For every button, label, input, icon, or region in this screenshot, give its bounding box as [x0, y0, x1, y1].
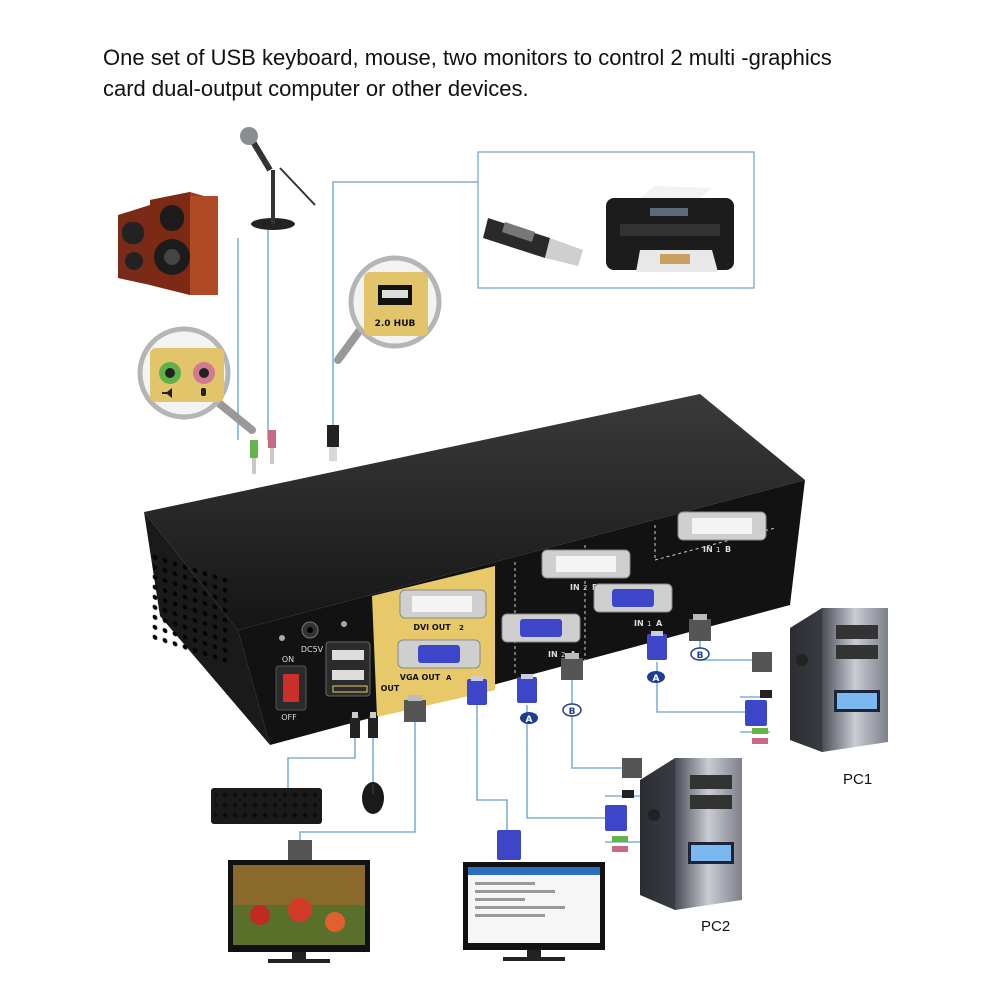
keyboard-icon: [211, 788, 322, 824]
kvm-switch-device: ON OFF DC5V OUT DVI OUT 2 VGA OUT A IN 2…: [144, 394, 805, 745]
in1a-label: IN: [634, 619, 644, 628]
badge-b-right-label: B: [697, 651, 704, 661]
usb-hub-callout: 2.0 HUB: [334, 255, 442, 364]
in1b-label: IN: [703, 545, 713, 554]
usb-hub-cable: [332, 181, 478, 425]
badge-b-left: B: [562, 703, 582, 717]
monitor1-cable: [299, 720, 416, 842]
cable-lines: [237, 181, 770, 843]
badge-b-right: B: [690, 647, 710, 661]
vga-connector-blue-3: [647, 631, 667, 660]
pc2-vga-cable: [526, 705, 605, 819]
audio-plugs-icon: [250, 430, 276, 474]
dvi-out-number: 2: [459, 624, 464, 632]
in1b-letter: B: [725, 545, 731, 554]
pc-1-tower-icon: [745, 608, 888, 752]
switch-off-label: OFF: [281, 713, 297, 722]
badge-a-left: A: [520, 712, 538, 725]
pc2-dvi-cable: [571, 680, 622, 769]
monitor2-cable: [476, 705, 508, 830]
usb-connectors-icon: [350, 712, 378, 738]
pc1-label: PC1: [843, 771, 873, 788]
dvi-connector-icon: [404, 695, 426, 722]
badge-a-right: A: [647, 671, 665, 684]
keyboard-cable: [287, 738, 356, 788]
printer-icon: [606, 186, 734, 272]
headline-line-1: One set of USB keyboard, mouse, two moni…: [103, 45, 832, 70]
headline: One set of USB keyboard, mouse, two moni…: [103, 42, 963, 104]
in1a-number: 1: [647, 620, 651, 628]
dvi-connector-icon-3: [689, 614, 711, 641]
vga-out-letter: A: [446, 674, 452, 682]
vga-connector-blue-2: [517, 674, 537, 703]
switch-on-label: ON: [282, 655, 294, 664]
audio-ports-callout: [137, 326, 256, 434]
monitor-2-icon: [463, 830, 605, 961]
badge-a-left-label: A: [526, 715, 533, 725]
usb-hub-label: 2.0 HUB: [375, 319, 416, 329]
headline-line-2: card dual-output computer or other devic…: [103, 76, 529, 101]
in2b-number: 2: [583, 584, 587, 592]
speakers-icon: [118, 192, 218, 295]
badge-b-left-label: B: [569, 707, 576, 717]
in2a-number: 2: [561, 651, 565, 659]
vga-out-label: VGA OUT: [400, 673, 441, 682]
badge-a-right-label: A: [653, 674, 660, 684]
in2a-label: IN: [548, 650, 558, 659]
pc-2-tower-icon: [605, 758, 742, 910]
usb-flash-drive-icon: [483, 218, 583, 266]
out-label: OUT: [381, 684, 400, 693]
in1a-letter: A: [656, 619, 663, 628]
dvi-out-label: DVI OUT: [413, 623, 451, 632]
dc5v-label: DC5V: [301, 645, 324, 654]
vga-connector-blue-1: [467, 676, 487, 705]
in1b-number: 1: [716, 546, 720, 554]
pc2-label: PC2: [701, 918, 731, 935]
pc1-vga-cable: [656, 662, 745, 713]
usb-plug-icon: [327, 425, 339, 461]
mouse-icon: [362, 782, 384, 814]
dvi-connector-icon-2: [561, 653, 583, 680]
monitor-1-icon: [228, 840, 370, 963]
in2b-label: IN: [570, 583, 580, 592]
microphone-icon: [240, 127, 316, 230]
